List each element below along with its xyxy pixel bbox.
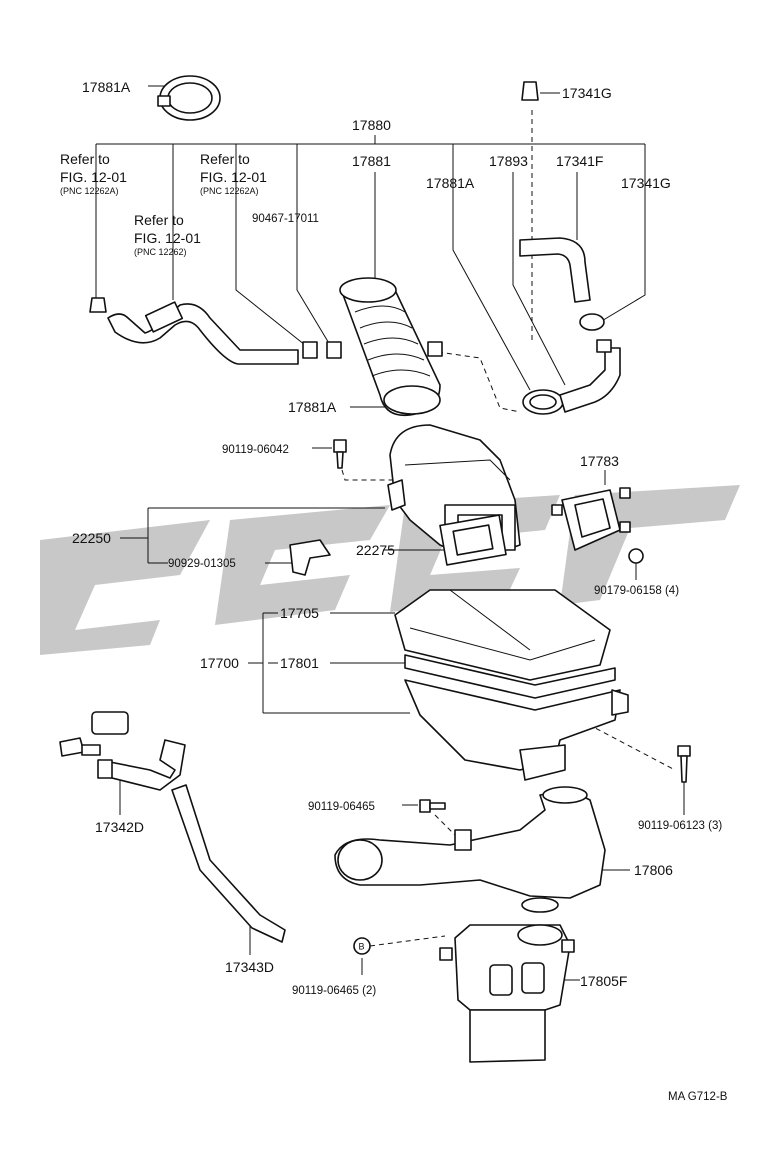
- label-17806: 17806: [634, 862, 673, 878]
- label-ref1-line3: (PNC 12262A): [60, 186, 119, 196]
- label-17881A-mid: 17881A: [426, 175, 475, 191]
- label-ref2-line1: Refer to: [200, 151, 250, 167]
- label-90467-17011: 90467-17011: [252, 213, 319, 225]
- hose-left-loop: [89, 297, 299, 365]
- label-ref3-line1: Refer to: [134, 212, 184, 228]
- bolt-90119-06123: [677, 745, 691, 783]
- label-ref3-line3: (PNC 12262): [134, 247, 187, 257]
- label-17341G-mid: 17341G: [621, 175, 671, 191]
- label-ref2-line2: FIG. 12-01: [200, 169, 267, 185]
- intake-hose-17881: [339, 277, 443, 417]
- label-17343D: 17343D: [225, 959, 274, 975]
- clips-90467-17011: [302, 341, 342, 359]
- gasket-17783: [551, 487, 631, 551]
- hose-17893: [559, 339, 621, 413]
- label-17801: 17801: [280, 655, 319, 671]
- label-17700: 17700: [200, 655, 239, 671]
- nut-90179-06158: [628, 548, 644, 564]
- hose-17343D: [171, 784, 286, 943]
- part-labels: 17881A 17341G 17880 Refer to FIG. 12-01 …: [60, 79, 728, 1103]
- label-17881: 17881: [352, 153, 391, 169]
- label-ref1-line2: FIG. 12-01: [60, 169, 127, 185]
- label-ref2-line3: (PNC 12262A): [200, 186, 259, 196]
- vsv-hose-17342D: [59, 711, 186, 791]
- gasket-22275: [439, 514, 507, 566]
- label-ref1-line1: Refer to: [60, 151, 110, 167]
- washer-marker-b: B: [353, 937, 371, 955]
- label-17881A-low: 17881A: [288, 399, 337, 415]
- label-ref3-line2: FIG. 12-01: [134, 230, 201, 246]
- label-90179-06158: 90179-06158 (4): [594, 585, 679, 597]
- label-90929-01305: 90929-01305: [168, 558, 236, 570]
- label-90119-06465-a: 90119-06465: [308, 801, 375, 813]
- clip-17341G-top: [521, 81, 539, 101]
- label-90119-06042: 90119-06042: [222, 444, 289, 456]
- clamp-17881A-mid: [522, 389, 564, 415]
- drawing-code: MA G712-B: [668, 1091, 728, 1103]
- label-17880: 17880: [352, 117, 391, 133]
- watermark-logo: [40, 485, 740, 655]
- bolt-90119-06465-a: [419, 799, 446, 813]
- hose-17341F: [519, 237, 591, 303]
- label-17805F: 17805F: [580, 973, 627, 989]
- label-17705: 17705: [280, 605, 319, 621]
- bracket-90929-01305: [289, 539, 331, 576]
- label-17783: 17783: [580, 453, 619, 469]
- element-17801: [404, 654, 616, 699]
- label-17341F: 17341F: [556, 153, 603, 169]
- label-17342D: 17342D: [95, 819, 144, 835]
- label-17893: 17893: [489, 153, 528, 169]
- label-22275: 22275: [356, 542, 395, 558]
- label-17341G-top: 17341G: [562, 85, 612, 101]
- clamp-17881A-top: [157, 75, 221, 121]
- intake-duct-17806: [334, 786, 606, 899]
- marker-b-text: B: [359, 942, 365, 952]
- label-22250: 22250: [72, 530, 111, 546]
- bolt-90119-06042: [333, 439, 347, 469]
- clip-17341G-mid: [579, 313, 605, 331]
- air-cleaner-17700: [394, 589, 629, 781]
- label-90119-06465-b: 90119-06465 (2): [292, 985, 376, 997]
- label-17881A-top: 17881A: [82, 79, 131, 95]
- resonator-17805F: [439, 897, 575, 1063]
- label-90119-06123: 90119-06123 (3): [638, 820, 722, 832]
